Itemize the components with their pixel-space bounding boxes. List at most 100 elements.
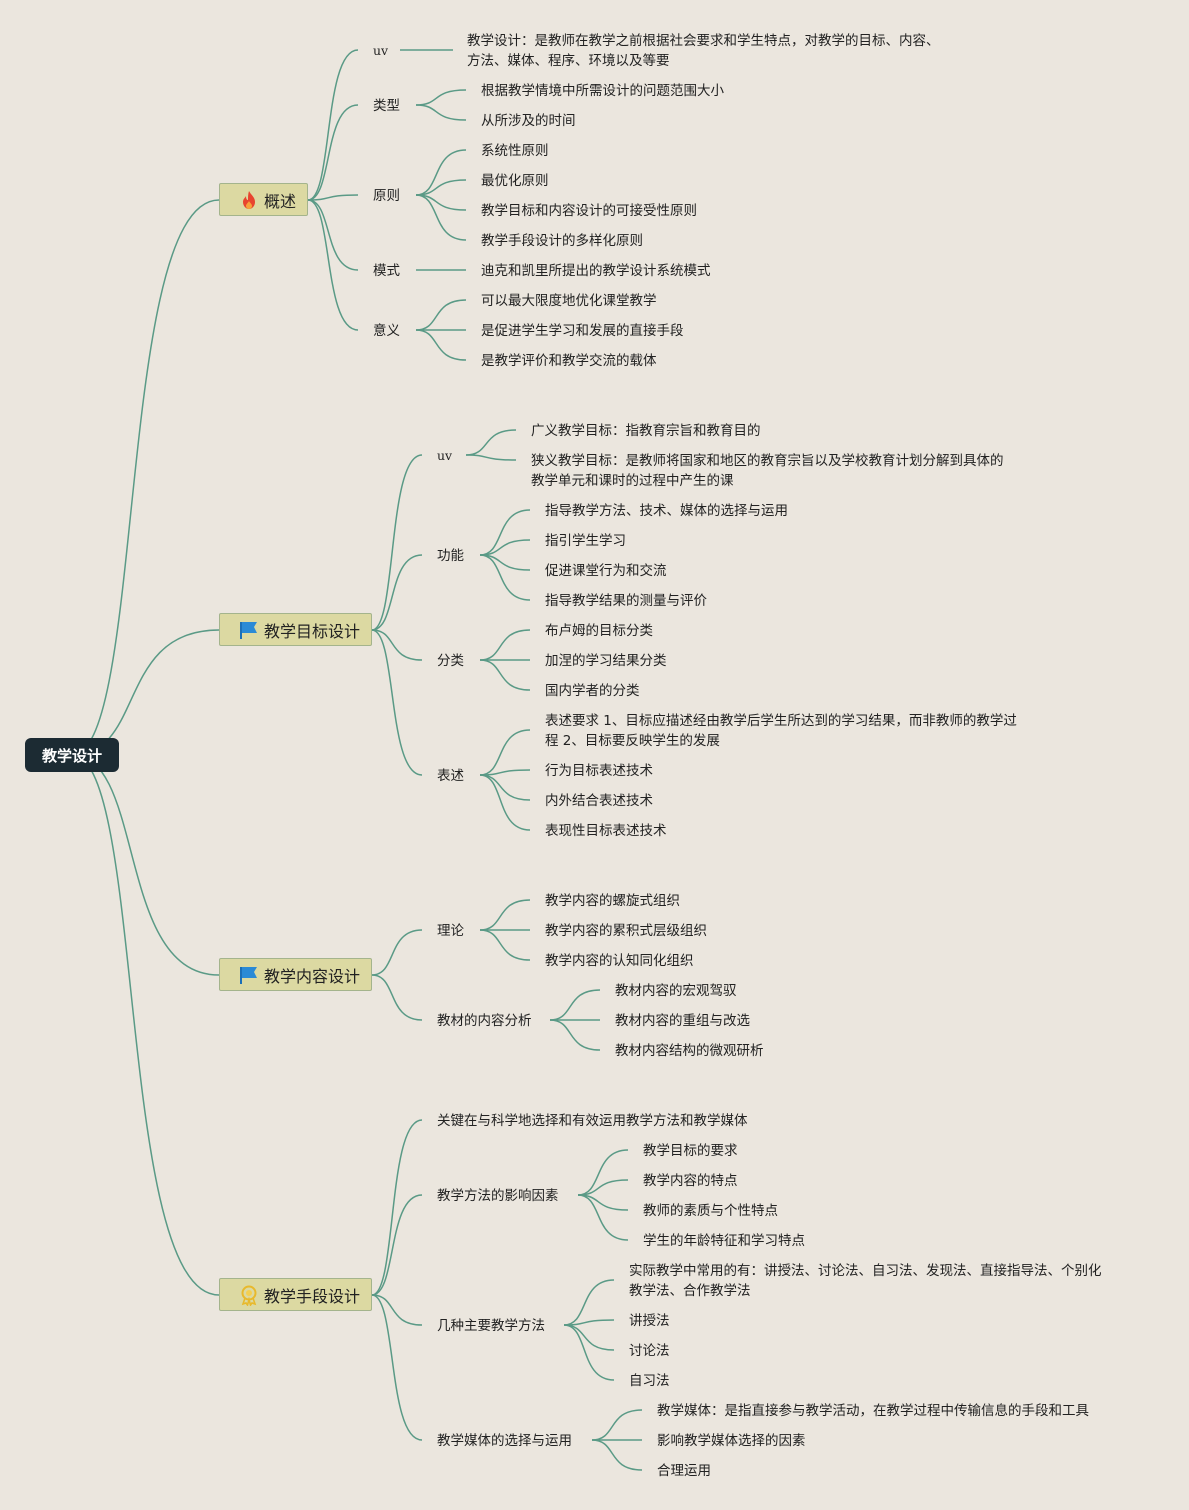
content-analysis-item: 教材内容的重组与改选 bbox=[615, 1013, 750, 1029]
connector-line bbox=[415, 299, 467, 331]
overview-type-item: 根据教学情境中所需设计的问题范围大小 bbox=[481, 83, 724, 99]
objectives-function-item: 促进课堂行为和交流 bbox=[545, 563, 667, 579]
branch-content-label: 教学内容设计 bbox=[264, 966, 361, 986]
connector-line bbox=[371, 554, 423, 631]
objectives-expression-item-cont: 程 2、目标要反映学生的发展 bbox=[545, 733, 720, 749]
connector-line bbox=[415, 89, 467, 106]
objectives-expression-item: 表现性目标表述技术 bbox=[545, 823, 667, 839]
connector-line bbox=[415, 149, 467, 196]
root-node[interactable]: 教学设计 bbox=[25, 738, 119, 772]
connector-line bbox=[71, 199, 220, 756]
objectives-function-item: 指导教学结果的测量与评价 bbox=[545, 593, 707, 609]
overview-meaning-item: 是教学评价和教学交流的载体 bbox=[481, 353, 657, 369]
connector-line bbox=[577, 1149, 629, 1196]
content-theory: 理论 bbox=[437, 923, 464, 939]
connector-line bbox=[307, 199, 359, 331]
branch-overview-label: 概述 bbox=[264, 191, 297, 211]
connector-line bbox=[465, 429, 517, 456]
objectives-function-item: 指引学生学习 bbox=[545, 533, 626, 549]
objectives-function: 功能 bbox=[437, 548, 464, 564]
overview-type-item: 从所涉及的时间 bbox=[481, 113, 576, 129]
objectives-expression-item: 内外结合表述技术 bbox=[545, 793, 653, 809]
connector-line bbox=[415, 329, 467, 361]
connector-line bbox=[371, 929, 423, 976]
connector-line bbox=[577, 1179, 629, 1196]
connector-line bbox=[371, 454, 423, 631]
means-media-item: 影响教学媒体选择的因素 bbox=[657, 1433, 806, 1449]
objectives-uv-item: 广义教学目标：指教育宗旨和教育目的 bbox=[531, 423, 761, 439]
means-method-item: 自习法 bbox=[629, 1373, 670, 1389]
content-theory-item: 教学内容的累积式层级组织 bbox=[545, 923, 707, 939]
objectives-classification-item: 布卢姆的目标分类 bbox=[545, 623, 653, 639]
connector-line bbox=[371, 1294, 423, 1326]
connector-line bbox=[549, 1019, 601, 1051]
connector-line bbox=[371, 629, 423, 776]
objectives-classification-item: 加涅的学习结果分类 bbox=[545, 653, 667, 669]
branch-objectives-node[interactable]: 教学目标设计 bbox=[219, 613, 372, 646]
means-method-item: 讲授法 bbox=[629, 1313, 670, 1329]
fire-icon bbox=[243, 190, 255, 209]
content-theory-item: 教学内容的螺旋式组织 bbox=[545, 893, 680, 909]
content-analysis-item: 教材内容结构的微观研析 bbox=[615, 1043, 764, 1059]
overview-meaning-item: 是促进学生学习和发展的直接手段 bbox=[481, 323, 684, 339]
connector-line bbox=[479, 554, 531, 601]
overview-uv-text-line2: 方法、媒体、程序、环境以及等要 bbox=[467, 53, 670, 69]
flag-icon bbox=[240, 621, 257, 639]
objectives-uv-item-cont: 教学单元和课时的过程中产生的课 bbox=[531, 473, 734, 489]
connector-line bbox=[479, 729, 531, 776]
connector-line bbox=[307, 199, 359, 271]
objectives-function-item: 指导教学方法、技术、媒体的选择与运用 bbox=[545, 503, 788, 519]
root-label: 教学设计 bbox=[41, 746, 102, 765]
means-factor-item: 教学目标的要求 bbox=[643, 1143, 738, 1159]
flag-icon bbox=[240, 966, 257, 984]
means-method-item-cont: 教学法、合作教学法 bbox=[629, 1283, 751, 1299]
connector-line bbox=[479, 899, 531, 931]
connector-line bbox=[71, 754, 220, 976]
overview-principle-item: 教学手段设计的多样化原则 bbox=[481, 233, 643, 249]
connector-line bbox=[415, 179, 467, 196]
connector-line bbox=[591, 1439, 643, 1471]
award-icon bbox=[241, 1285, 257, 1306]
connector-line bbox=[563, 1279, 615, 1326]
connector-line bbox=[465, 454, 517, 461]
overview-mode: 模式 bbox=[373, 263, 400, 279]
overview-principle-item: 最优化原则 bbox=[481, 173, 549, 189]
overview-uv-text-line1: 教学设计：是教师在教学之前根据社会要求和学生特点，对教学的目标、内容、 bbox=[467, 33, 940, 49]
branch-overview-node[interactable]: 概述 bbox=[219, 183, 308, 216]
overview-meaning-item: 可以最大限度地优化课堂教学 bbox=[481, 293, 657, 309]
means-factor-item: 学生的年龄特征和学习特点 bbox=[643, 1233, 805, 1249]
overview-meaning: 意义 bbox=[373, 323, 400, 339]
connector-line bbox=[479, 774, 531, 801]
means-media-item: 教学媒体：是指直接参与教学活动，在教学过程中传输信息的手段和工具 bbox=[657, 1403, 1089, 1419]
connector-line bbox=[549, 989, 601, 1021]
connector-line bbox=[307, 194, 359, 201]
objectives-expression-item: 行为目标表述技术 bbox=[545, 763, 653, 779]
objectives-uv-item: 狭义教学目标：是教师将国家和地区的教育宗旨以及学校教育计划分解到具体的 bbox=[531, 453, 1004, 469]
connector-line bbox=[371, 1294, 423, 1441]
connector-line bbox=[71, 754, 220, 1296]
connector-line bbox=[479, 509, 531, 556]
connector-line bbox=[479, 774, 531, 831]
overview-principle: 原则 bbox=[373, 188, 400, 204]
overview-principle-item: 教学目标和内容设计的可接受性原则 bbox=[481, 203, 697, 219]
connector-line bbox=[371, 974, 423, 1021]
objectives-classification-item: 国内学者的分类 bbox=[545, 683, 640, 699]
content-analysis: 教材的内容分析 bbox=[437, 1013, 532, 1029]
overview-principle-item: 系统性原则 bbox=[481, 143, 549, 159]
branch-objectives-label: 教学目标设计 bbox=[264, 621, 361, 641]
branch-content-node[interactable]: 教学内容设计 bbox=[219, 958, 372, 991]
connector-line bbox=[591, 1409, 643, 1441]
connector-line bbox=[479, 539, 531, 556]
connector-line bbox=[577, 1194, 629, 1241]
connector-line bbox=[563, 1324, 615, 1351]
connector-line bbox=[479, 929, 531, 961]
connector-line bbox=[563, 1324, 615, 1381]
connector-line bbox=[479, 629, 531, 661]
content-analysis-item: 教材内容的宏观驾驭 bbox=[615, 983, 737, 999]
branch-means-node[interactable]: 教学手段设计 bbox=[219, 1278, 372, 1311]
content-theory-item: 教学内容的认知同化组织 bbox=[545, 953, 694, 969]
means-method-item: 讨论法 bbox=[629, 1343, 670, 1359]
connector-line bbox=[415, 104, 467, 121]
connector-line bbox=[71, 629, 220, 756]
means-method-item: 实际教学中常用的有：讲授法、讨论法、自习法、发现法、直接指导法、个别化 bbox=[629, 1263, 1102, 1279]
